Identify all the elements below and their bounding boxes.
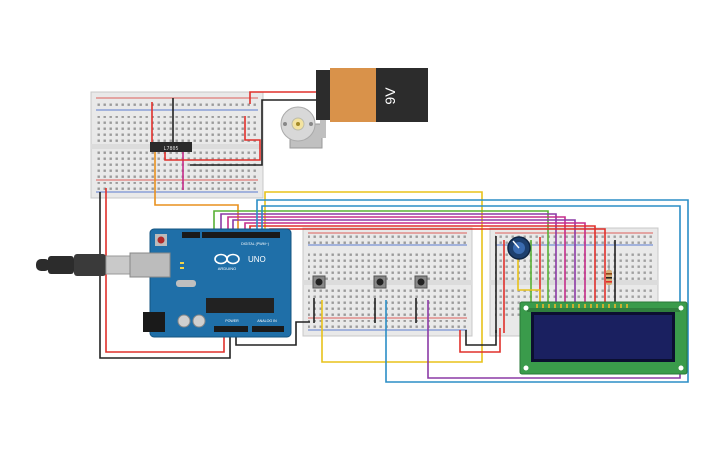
resistor[interactable] <box>606 262 612 292</box>
wire-yellow <box>264 191 483 345</box>
wire-red-motor <box>164 116 261 161</box>
usb-cable[interactable] <box>36 254 133 276</box>
lcd-display[interactable] <box>519 301 688 375</box>
battery-9v[interactable]: 9V <box>316 68 428 122</box>
wire-orange <box>154 150 239 232</box>
pushbutton-3[interactable] <box>414 275 428 323</box>
wire-red-battery <box>249 91 326 104</box>
power-label: POWER <box>225 319 239 323</box>
wire-purple-1 <box>220 213 557 305</box>
wire-yellow-button <box>321 300 483 363</box>
wire-magenta-2 <box>244 222 586 305</box>
wire-black-bottom-2 <box>465 330 497 346</box>
wire-green-1 <box>213 210 549 305</box>
arduino-uno[interactable]: UNO ARDUINO DIGITAL (PWM~) POWER ANALOG … <box>129 228 292 338</box>
wire-yellow-pot <box>517 258 541 305</box>
wire-blue-1 <box>256 199 689 380</box>
battery-label: 9V <box>382 87 398 105</box>
regulator-label: L7805 <box>163 146 178 152</box>
dc-motor[interactable] <box>280 106 326 149</box>
wire-blue-2 <box>261 205 681 305</box>
pushbutton-1[interactable] <box>312 275 326 323</box>
wire-black-bottom <box>235 321 310 346</box>
wire-purple-2 <box>232 219 576 305</box>
pushbutton-2[interactable] <box>373 275 387 323</box>
arduino-brand: ARDUINO <box>218 266 236 271</box>
digital-header-label: DIGITAL (PWM~) <box>241 242 269 246</box>
breadboard-buttons[interactable] <box>302 227 473 337</box>
arduino-model: UNO <box>248 255 266 264</box>
wire-red-bottom <box>459 328 501 353</box>
analog-label: ANALOG IN <box>257 319 277 323</box>
wire-blue-bottom <box>385 300 689 383</box>
potentiometer[interactable] <box>507 236 531 260</box>
wire-magenta-1 <box>227 216 566 305</box>
voltage-regulator[interactable]: L7805 <box>150 142 192 152</box>
